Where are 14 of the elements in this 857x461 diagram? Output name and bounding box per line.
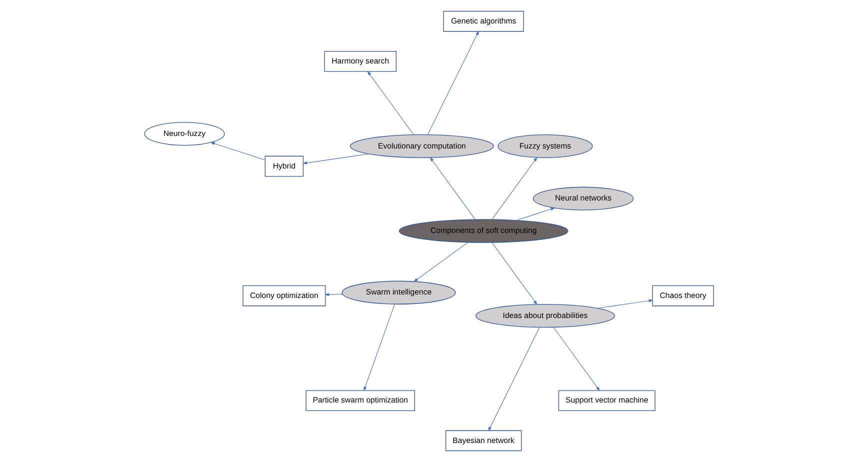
arrow (366, 70, 414, 135)
arrow (491, 156, 537, 220)
arrow (596, 298, 653, 308)
arrow (488, 326, 540, 431)
arrow (429, 156, 476, 220)
arrow (552, 326, 600, 391)
arrow (515, 207, 555, 220)
arrow (412, 242, 468, 282)
arrow (491, 242, 537, 304)
arrow (363, 303, 394, 391)
arrow (210, 142, 265, 160)
arrow (426, 30, 478, 134)
arrow (324, 292, 342, 296)
arrow (302, 153, 369, 164)
